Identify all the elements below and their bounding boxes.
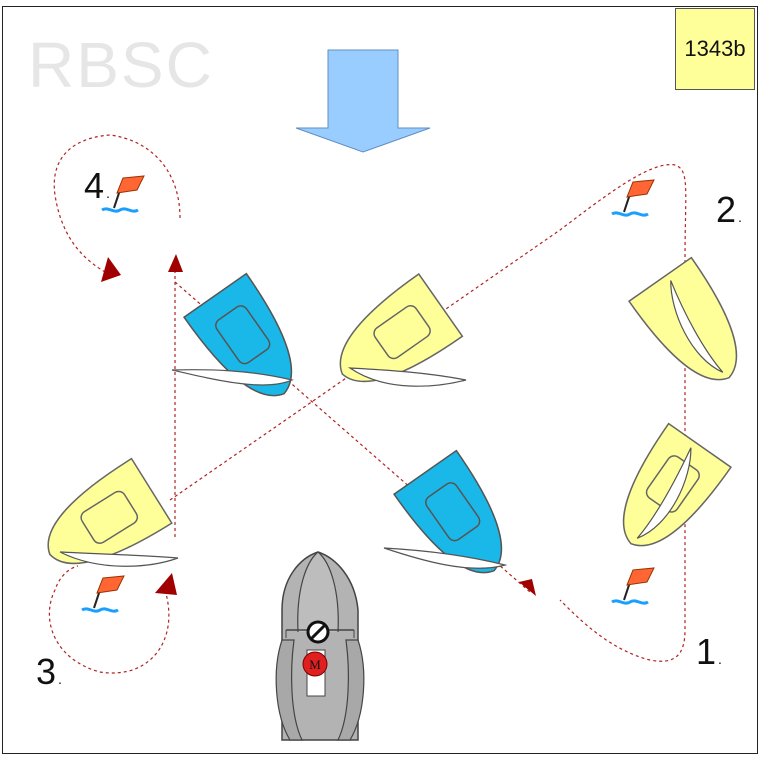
wind-arrow-icon (295, 49, 431, 153)
course-tracks (48, 134, 687, 674)
committee-boat (275, 551, 365, 741)
no-entry-icon (306, 620, 330, 644)
motor-flag-icon: M (302, 651, 328, 677)
sail-blue-lower (383, 547, 508, 569)
track-arrowheads (101, 254, 536, 596)
blue-boat-upper (183, 272, 293, 397)
motor-flag-label: M (309, 657, 321, 672)
yellow-boat-left (47, 457, 173, 565)
yellow-boat-right-top (628, 256, 738, 381)
mark-number-4-dot: . (106, 185, 110, 201)
yellow-boat-right-bottom (622, 422, 732, 547)
yellow-boat-upper (339, 273, 464, 383)
mark-number-3-dot: . (58, 671, 62, 687)
case-id: 1343b (684, 36, 746, 61)
sail-yellow-upper (347, 367, 467, 387)
mark-number-2-dot: . (738, 209, 742, 225)
mark-number-1-dot: . (718, 651, 722, 667)
mark-number-3: 3 (36, 651, 56, 692)
mark-number-4: 4 (84, 165, 104, 206)
mark-number-2: 2 (716, 189, 736, 230)
mark-flag-icon (80, 574, 126, 613)
watermark: RBSC (28, 29, 214, 101)
sail-left (59, 551, 179, 567)
mark-flag-icon (610, 566, 656, 605)
blue-boat-lower (393, 449, 503, 574)
mark-number-1: 1 (696, 631, 716, 672)
sail-blue-upper (171, 369, 294, 386)
mark-flag-icon (610, 178, 656, 217)
case-id-box: 1343b (675, 8, 755, 90)
